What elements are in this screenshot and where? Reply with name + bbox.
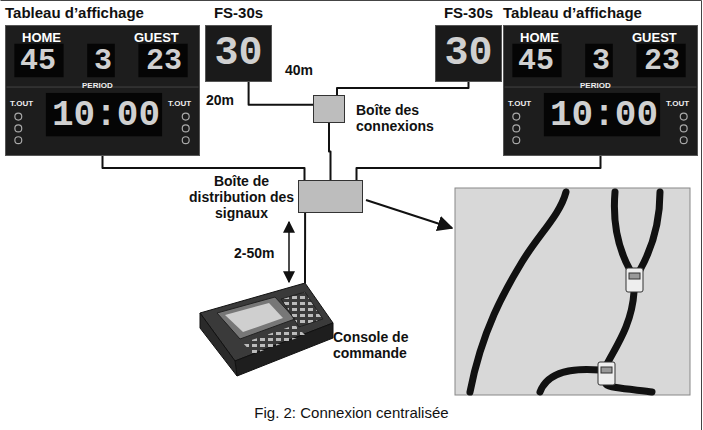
scoreboard: Tableau d’affichageHOME GUEST 45 3 23PERIOD T… (5, 4, 200, 156)
score-digits: 45 (518, 46, 554, 76)
scoreboard: Tableau d’affichageHOME GUEST 45 3 23PERIOD T… (503, 4, 698, 156)
scoreboard-body: HOME GUEST 45 3 23PERIOD T.OUT T.OUT 10:00 (503, 25, 698, 156)
control-console: Console de commande (195, 283, 335, 378)
cable-line (357, 156, 601, 180)
figure-caption: Fig. 2: Connexion centralisée (0, 404, 703, 422)
board-label: PERIOD (82, 82, 113, 90)
cable-line (337, 82, 469, 95)
clock-heading: FS-30s (205, 4, 272, 22)
score-digits: 3 (94, 46, 112, 76)
cable-line (329, 123, 331, 180)
shot-clock-body: 30 (205, 25, 272, 82)
junction-box: Boîte des connexions (313, 95, 345, 123)
score-digits: 23 (644, 46, 680, 76)
board-heading: Tableau d’affichage (5, 4, 200, 22)
board-label: T.OUT (168, 100, 191, 108)
score-digits: 3 (592, 46, 610, 76)
board-heading: Tableau d’affichage (503, 4, 698, 22)
shot-clock-body: 30 (435, 25, 502, 82)
score-digits: 23 (146, 46, 182, 76)
board-label: GUEST (134, 31, 179, 44)
board-label: T.OUT (508, 100, 531, 108)
score-digits: 10:00 (550, 98, 658, 134)
board-label: HOME (520, 31, 559, 44)
console-label: Console de commande (333, 329, 438, 361)
box-label: Boîte de distribution des signaux (189, 173, 294, 221)
board-label: T.OUT (666, 100, 689, 108)
clock-heading: FS-30s (435, 4, 502, 22)
scoreboard-body: HOME GUEST 45 3 23PERIOD T.OUT T.OUT 10:00 (5, 25, 200, 156)
score-digits: 10:00 (52, 98, 160, 134)
shot-clock: FS-30s 30 (205, 4, 272, 82)
detail-inset (455, 188, 690, 395)
pointer-arrow (366, 200, 452, 228)
inset-connectors (598, 268, 643, 385)
clock-digits: 30 (206, 26, 271, 81)
board-label: T.OUT (10, 100, 33, 108)
inset-cables (470, 192, 660, 392)
shot-clock: FS-30s 30 (435, 4, 502, 82)
junction-box: Boîte de distribution des signaux (298, 180, 363, 213)
cable-line (103, 156, 305, 180)
console-drawing (195, 283, 335, 378)
board-label: GUEST (632, 31, 677, 44)
dimension-arrow (288, 222, 290, 282)
length-label: 40m (285, 62, 313, 78)
cable-line (249, 82, 313, 105)
cable-line (304, 213, 306, 283)
score-digits: 45 (20, 46, 56, 76)
length-label: 2-50m (234, 245, 274, 261)
clock-digits: 30 (436, 26, 501, 81)
board-label: PERIOD (580, 82, 611, 90)
board-label: HOME (22, 31, 61, 44)
box-label: Boîte des connexions (356, 102, 456, 134)
length-label: 20m (206, 92, 234, 108)
